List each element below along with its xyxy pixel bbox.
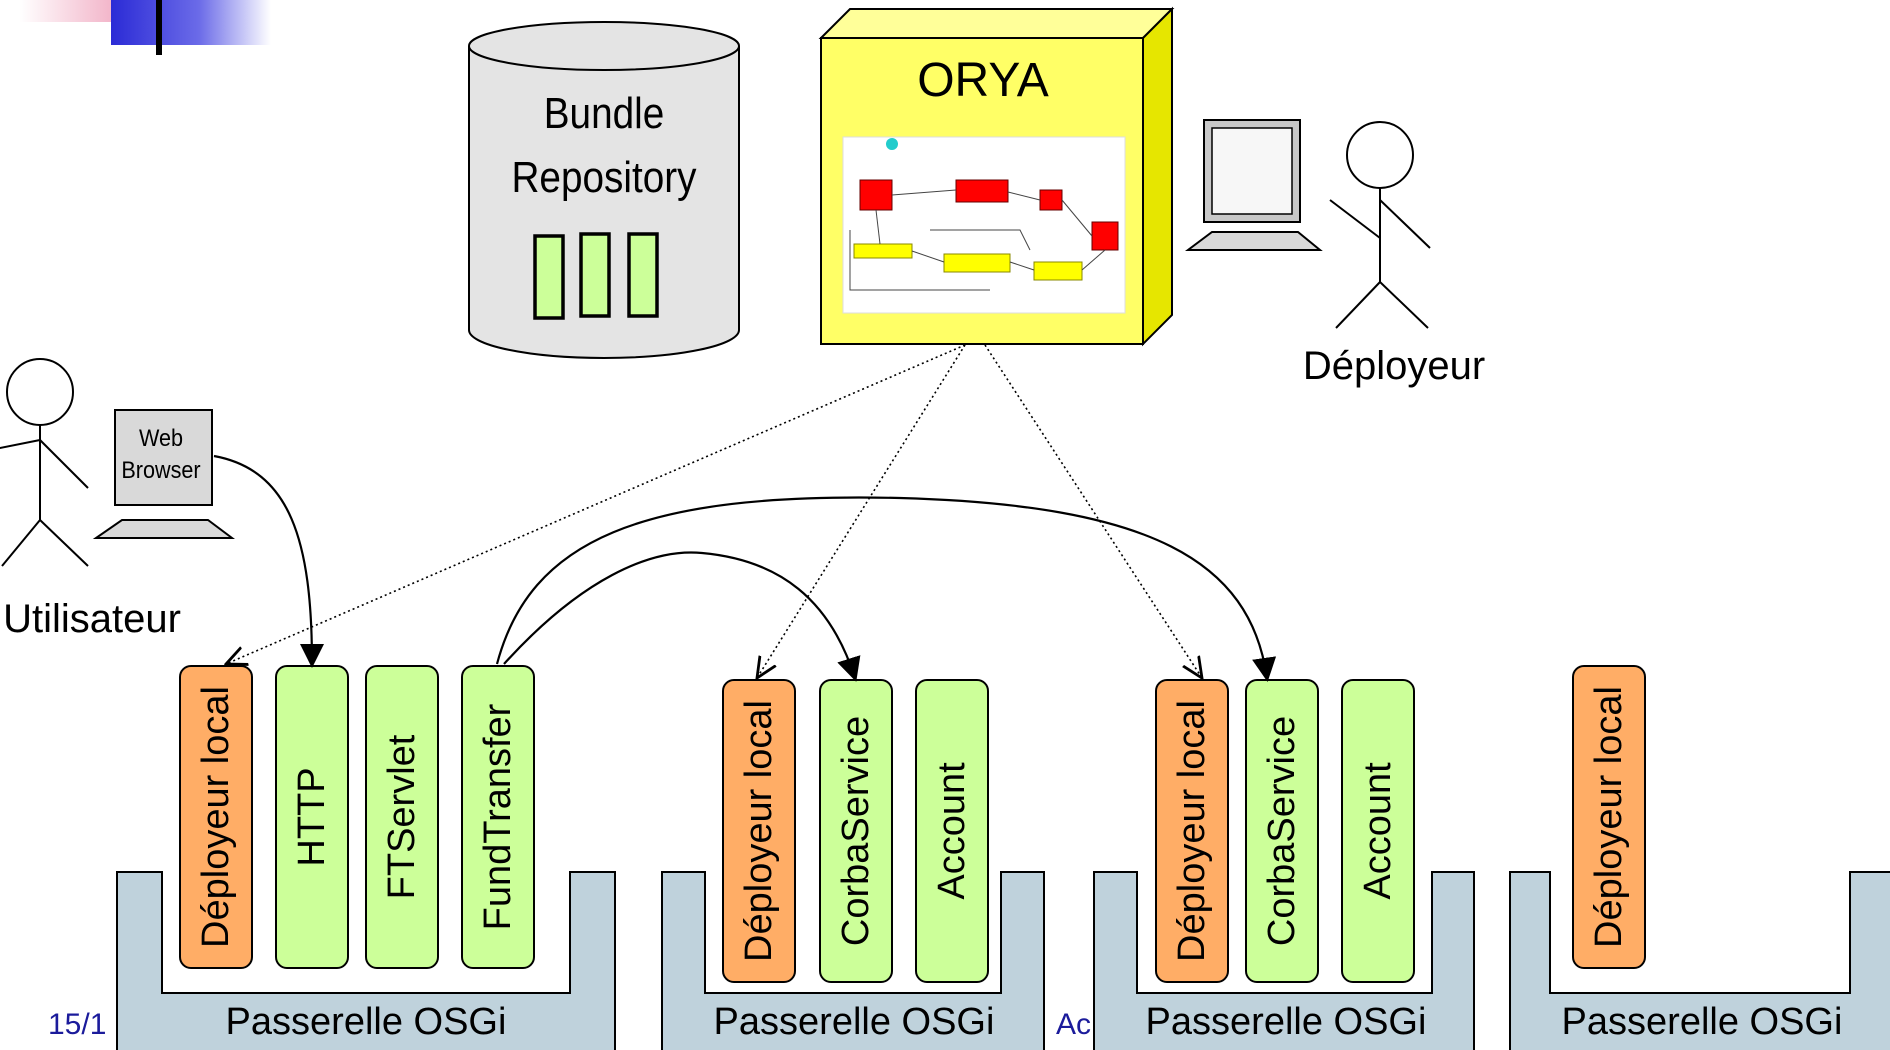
deploy-arrow [226,344,966,664]
bundle-deployeur-local: Déployeur local [722,679,796,983]
orya-node: ORYA [818,6,1175,347]
browser-label-line2: Browser [121,456,201,483]
bundle-label: CorbaService [1261,716,1303,946]
header-decoration [20,0,271,55]
orya-title: ORYA [917,54,1049,107]
repository-bundle [533,234,565,320]
bundle-repository: Bundle Repository [468,21,740,359]
gateway-label: Passerelle OSGi [226,1001,507,1043]
deploy-arrow [757,344,966,678]
bundle-label: CorbaService [835,716,877,946]
web-browser-computer: Web Browser [92,409,235,539]
footer-date: 15/1 [48,1008,106,1041]
gateway-label: Passerelle OSGi [714,1001,995,1043]
browser-to-http-arrow [213,454,325,669]
gateway: Passerelle OSGi [116,871,616,1050]
bundle-fundtransfer: FundTransfer [461,665,535,969]
user-label: Utilisateur [3,597,181,641]
bundle-account: Account [915,679,989,983]
fundtransfer-to-corbaservice-arrow [495,496,1277,682]
bundle-label: Account [931,762,973,900]
gateway: Passerelle OSGi [661,871,1045,1050]
gateway-label: Passerelle OSGi [1146,1001,1427,1043]
deployer-label: Déployeur [1303,344,1485,388]
bundle-http: HTTP [275,665,349,969]
bundle-label: FundTransfer [477,703,519,930]
bundle-deployeur-local: Déployeur local [179,665,253,969]
deployer-actor-icon [1329,121,1431,329]
bundle-corbaservice: CorbaService [1245,679,1319,983]
repository-title-line1: Bundle [544,88,665,138]
bundle-label: Déployeur local [1171,700,1213,962]
user-actor-icon [0,358,89,567]
bundle-label: Déployeur local [738,700,780,962]
repository-bundle [579,232,611,318]
gateway-label: Passerelle OSGi [1562,1001,1843,1043]
gateway: Passerelle OSGi [1509,871,1890,1050]
process-thumbnail [842,136,1126,314]
gateway: Passerelle OSGi [1093,871,1475,1050]
bundle-label: HTTP [291,767,333,866]
repository-bundle [627,232,659,318]
browser-label-line1: Web [139,424,183,451]
bundle-deployeur-local: Déployeur local [1155,679,1229,983]
bundle-label: Account [1357,762,1399,900]
bundle-deployeur-local: Déployeur local [1572,665,1646,969]
bundle-ftservlet: FTServlet [365,665,439,969]
deployment-arrows [226,344,1202,678]
bundle-label: Déployeur local [1588,686,1630,948]
footer-text: Ac [1056,1008,1091,1041]
bundle-account: Account [1341,679,1415,983]
deployer-computer [1185,119,1323,251]
bundle-label: FTServlet [381,734,423,899]
service-call-arrows [213,454,1277,682]
bundle-corbaservice: CorbaService [819,679,893,983]
repository-title-line2: Repository [511,152,696,202]
fundtransfer-to-corbaservice-arrow [503,551,861,682]
deploy-arrow [984,344,1202,678]
bundle-label: Déployeur local [195,686,237,948]
